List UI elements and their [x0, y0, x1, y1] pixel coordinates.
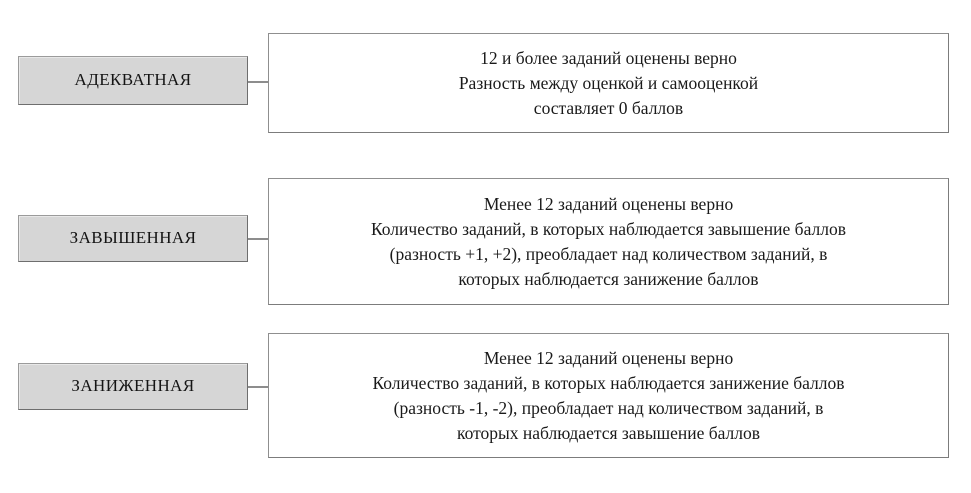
category-label-box-underrated: ЗАНИЖЕННАЯ	[18, 363, 248, 410]
description-line: которых наблюдается занижение баллов	[458, 268, 759, 289]
category-label-text: АДЕКВАТНАЯ	[74, 70, 192, 90]
description-line: которых наблюдается завышение баллов	[456, 422, 761, 443]
description-line: Менее 12 заданий оценены верно	[483, 347, 734, 368]
connector-line-underrated	[248, 386, 269, 388]
category-label-text: ЗАНИЖЕННАЯ	[71, 376, 195, 396]
category-label-text: ЗАВЫШЕННАЯ	[69, 228, 197, 248]
category-label-box-overrated: ЗАВЫШЕННАЯ	[18, 215, 248, 262]
description-line: (разность -1, -2), преобладает над колич…	[393, 397, 824, 418]
description-line: 12 и более заданий оценены верно	[480, 47, 737, 68]
category-description-box-adequate: 12 и более заданий оценены верно Разност…	[268, 33, 949, 133]
description-line: составляет 0 баллов	[533, 97, 684, 118]
connector-line-overrated	[248, 238, 269, 240]
description-line: Количество заданий, в которых наблюдаетс…	[372, 372, 845, 393]
description-line: Количество заданий, в которых наблюдаетс…	[370, 218, 846, 239]
category-description-box-underrated: Менее 12 заданий оценены верно Количеств…	[268, 333, 949, 458]
description-line: (разность +1, +2), преобладает над колич…	[389, 243, 828, 264]
category-description-box-overrated: Менее 12 заданий оценены верно Количеств…	[268, 178, 949, 305]
description-line: Разность между оценкой и самооценкой	[458, 72, 759, 93]
category-label-box-adequate: АДЕКВАТНАЯ	[18, 56, 248, 105]
connector-line-adequate	[248, 81, 269, 83]
description-line: Менее 12 заданий оценены верно	[483, 193, 734, 214]
